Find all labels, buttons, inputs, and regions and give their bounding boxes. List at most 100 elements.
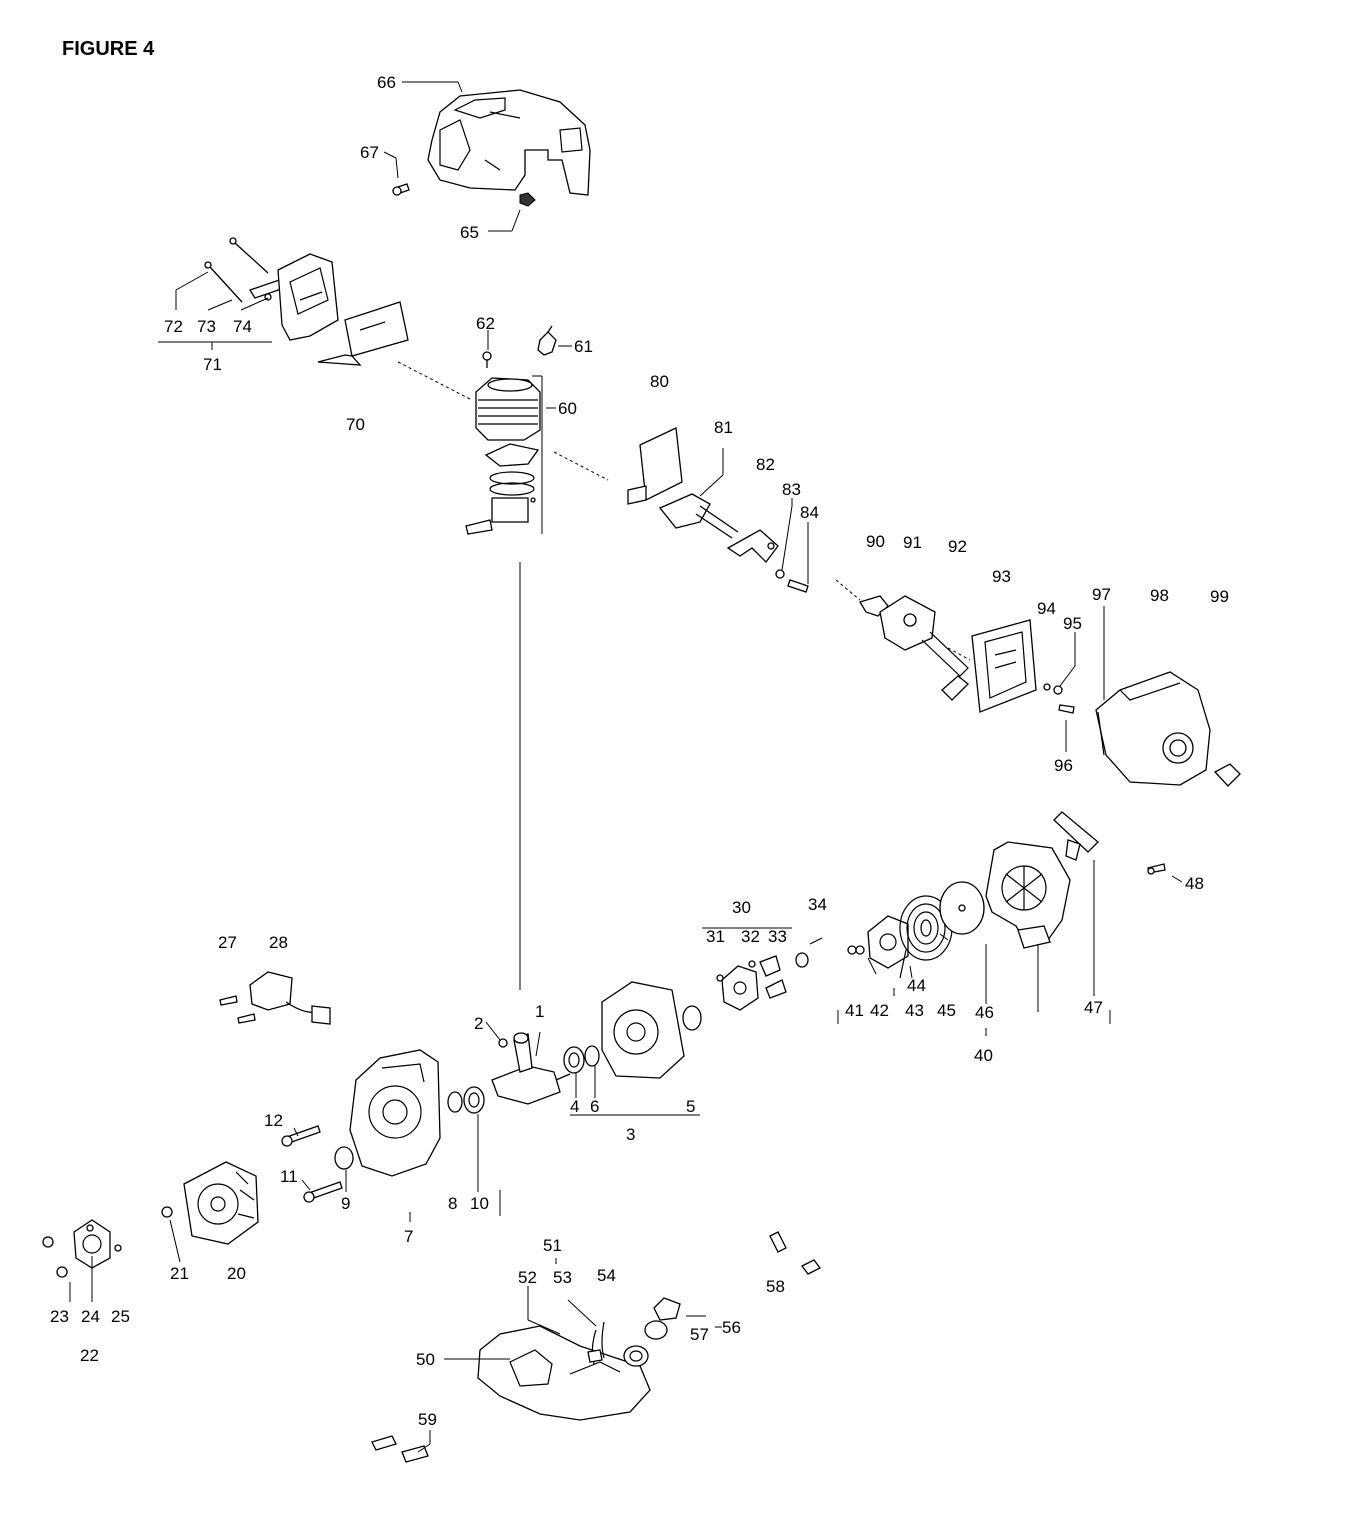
washers-part-41 [847,945,865,955]
air-filter-base-part-93 [971,619,1037,713]
flywheel-part-20 [183,1161,259,1245]
callout-92: 92 [948,537,967,556]
callout-52: 52 [518,1268,537,1287]
callout-7: 7 [404,1227,413,1246]
callout-28: 28 [269,933,288,952]
callout-58: 58 [766,1277,785,1296]
washer-part-34 [795,952,809,968]
callout-22: 22 [80,1346,99,1365]
needle-bearing-part-2 [498,1038,508,1048]
o-ring-part-9 [334,1146,354,1170]
callout-12: 12 [264,1111,283,1130]
callout-23: 23 [50,1307,69,1326]
crankcase-part-7 [349,1049,441,1177]
leader-lines [69,81,1183,1453]
callout-57: 57 [690,1325,709,1344]
insulator-plate-part-80 [627,427,683,505]
callout-25: 25 [111,1307,130,1326]
crankshaft-part-1 [491,1032,571,1105]
screw-part-67 [392,183,410,196]
starter-handle-part-47 [1053,811,1099,861]
mounts-part-59 [371,1435,429,1463]
callout-61: 61 [574,337,593,356]
callout-numbers: 66 67 65 72 73 74 71 70 62 61 60 80 81 8… [50,73,1229,1429]
callout-40: 40 [974,1046,993,1065]
callout-33: 33 [768,927,787,946]
callout-81: 81 [714,418,733,437]
spark-plug-part-61 [537,325,557,356]
callout-51: 51 [543,1236,562,1255]
callout-56: 56 [722,1318,741,1337]
callout-5: 5 [686,1097,695,1116]
callout-84: 84 [800,503,819,522]
callout-72: 72 [164,317,183,336]
callout-71: 71 [203,355,222,374]
clutch-assembly-part-22 [42,1219,122,1278]
callout-97: 97 [1092,585,1111,604]
gasket-ring-part-5 [682,1005,702,1031]
fuel-line-part-53 [587,1321,605,1365]
callout-95: 95 [1063,614,1082,633]
engine-cover-part-66 [427,89,591,207]
callout-70: 70 [346,415,365,434]
starter-housing-part-40 [985,841,1071,949]
callout-96: 96 [1054,756,1073,775]
pulley-part-42 [867,915,909,969]
figure-title: FIGURE 4 [62,38,155,60]
pin-part-96 [1058,704,1075,714]
callout-10: 10 [470,1194,489,1213]
callout-98: 98 [1150,586,1169,605]
callout-45: 45 [937,1001,956,1020]
callout-1: 1 [535,1002,544,1021]
callout-82: 82 [756,455,775,474]
cylinder-part-60 [465,377,541,535]
callout-2: 2 [474,1014,483,1033]
callout-32: 32 [741,927,760,946]
callout-74: 74 [233,317,252,336]
pin-part-32 [748,960,756,968]
fuel-tank-part-50 [477,1325,651,1421]
callout-31: 31 [706,927,725,946]
washer-part-95 [1043,683,1063,695]
callout-11: 11 [280,1167,298,1186]
carburetor-part-90 [859,595,969,701]
callout-46: 46 [975,1003,994,1022]
screw-part-62 [482,351,492,368]
bolt-part-11 [303,1181,343,1203]
callout-43: 43 [905,1001,924,1020]
callout-62: 62 [476,314,495,333]
callout-47: 47 [1084,998,1103,1017]
callout-30: 30 [732,898,751,917]
callout-6: 6 [590,1097,599,1116]
ignition-coil-part-28 [249,971,331,1025]
callout-83: 83 [782,480,801,499]
callout-3: 3 [626,1125,635,1144]
bearing-part-10 [463,1086,485,1114]
retainer-part-57 [653,1297,681,1321]
callout-4: 4 [570,1097,579,1116]
callout-44: 44 [907,976,926,995]
callout-21: 21 [170,1264,189,1283]
air-filter-cover-part-97 [1095,671,1241,787]
callout-90: 90 [866,532,885,551]
bearing-part-4 [563,1046,585,1074]
screw-part-48 [1147,863,1166,875]
callout-34: 34 [808,895,827,914]
cover-plate-part-46 [939,881,985,935]
callout-67: 67 [360,143,379,162]
washer-part-83 [775,569,785,579]
heat-shield-part-70 [317,301,409,366]
mounts-part-58 [769,1231,821,1275]
callout-80: 80 [650,372,669,391]
callout-54: 54 [597,1266,616,1285]
pump-part-31 [716,965,759,1011]
callout-9: 9 [341,1194,350,1213]
seal-part-8 [447,1091,463,1113]
callout-41: 41 [845,1001,864,1020]
callout-8: 8 [448,1194,457,1213]
callout-66: 66 [377,73,396,92]
fuel-cap-part-56 [623,1320,668,1367]
bolt-part-12 [281,1125,321,1147]
callout-59: 59 [418,1410,437,1429]
